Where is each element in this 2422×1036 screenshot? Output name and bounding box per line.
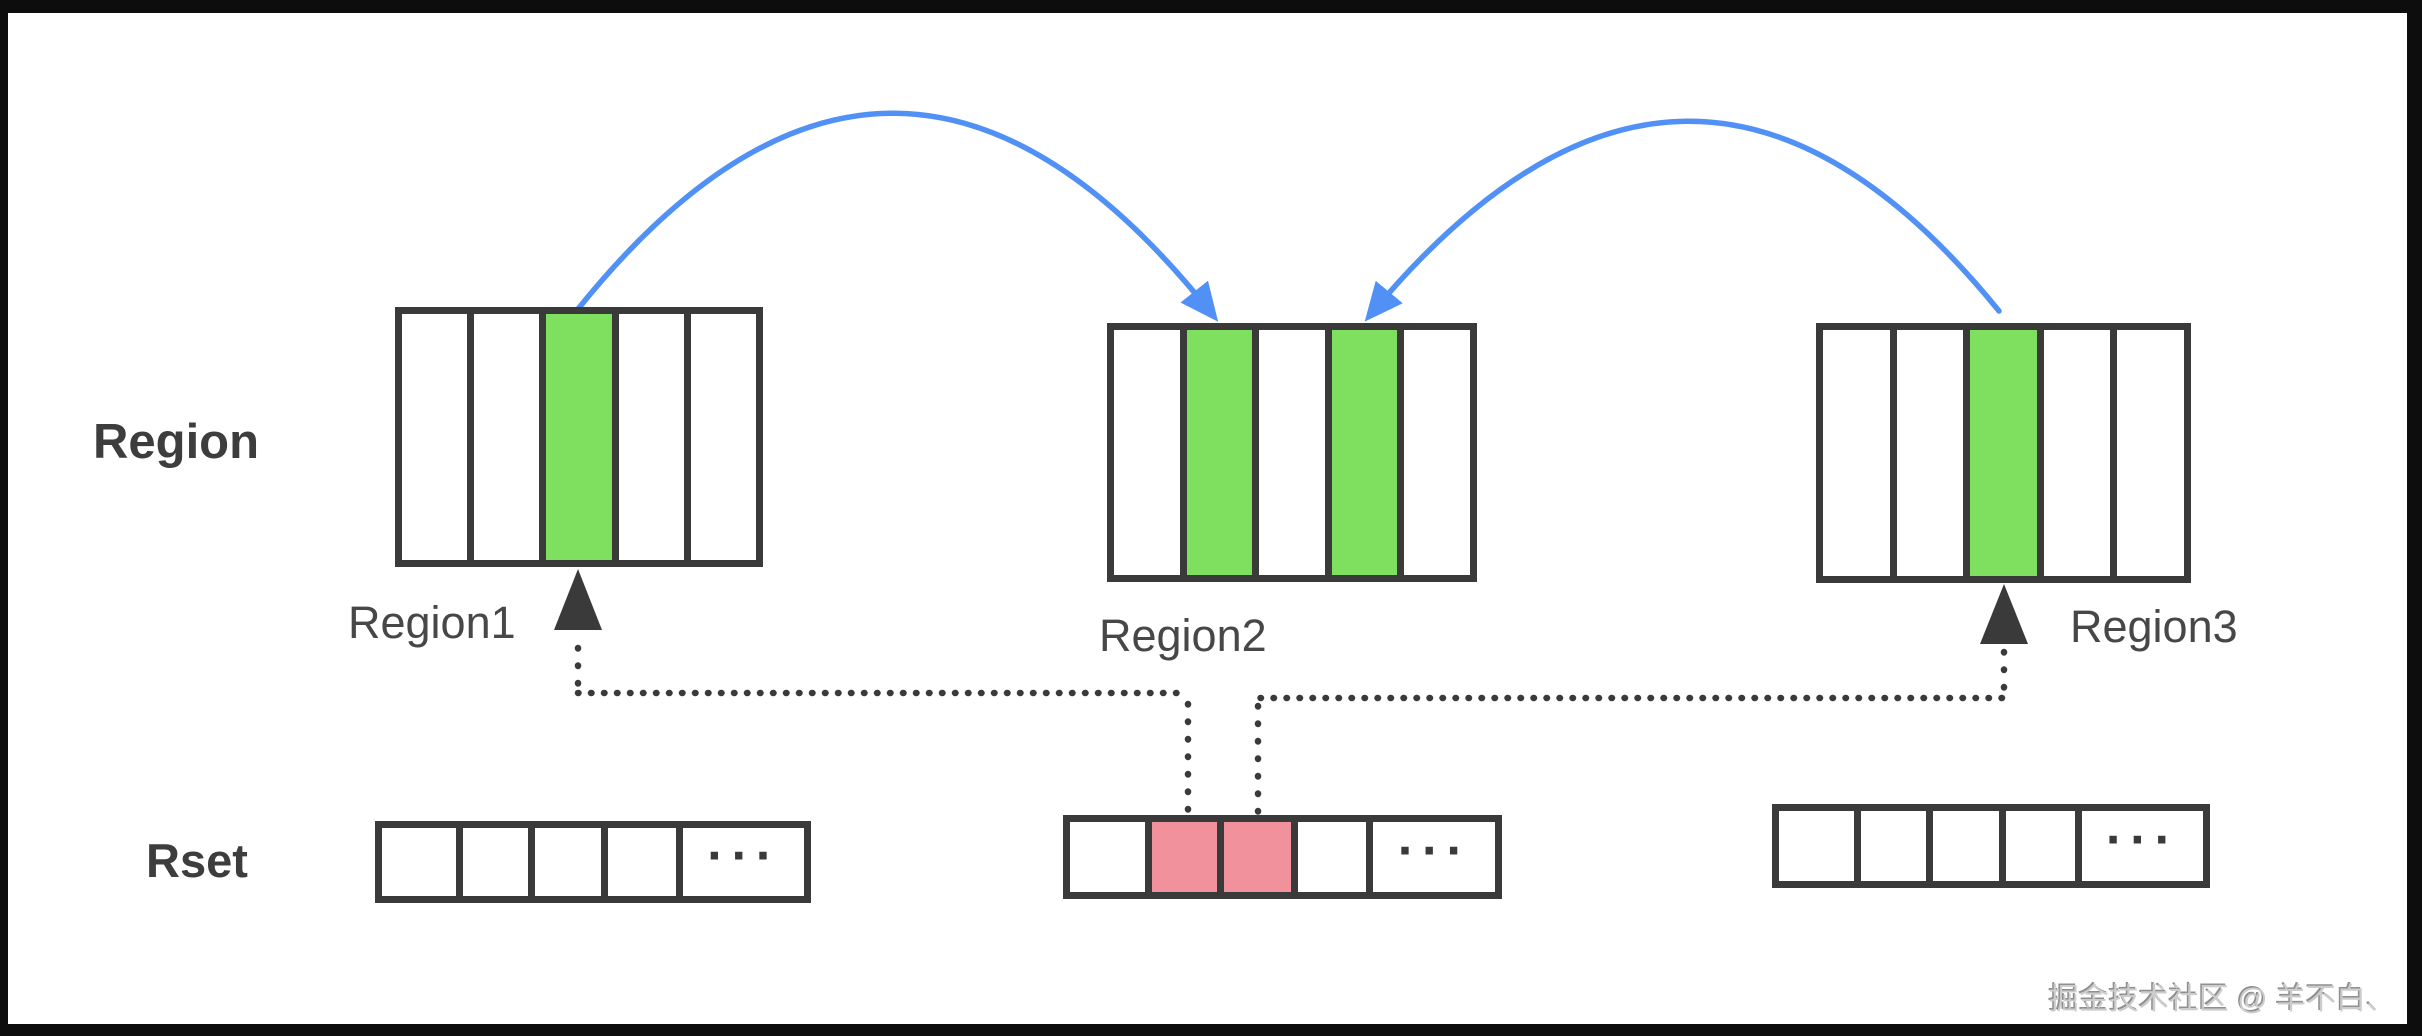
rset3-cell-4: [1999, 804, 2082, 888]
region3-label: Region3: [2070, 601, 2238, 652]
rset1-cell-2: [456, 821, 536, 903]
rset2-cell-1: [1063, 815, 1153, 899]
rset2-cell-2-pink: [1145, 815, 1225, 899]
ellipsis-icon: ···: [1397, 822, 1471, 880]
region1-cell-2: [467, 307, 547, 567]
region3-cell-2: [1889, 323, 1971, 583]
ellipsis-icon: ···: [707, 827, 781, 885]
watermark-text: 掘金技术社区 @ 羊不白、: [2048, 983, 2396, 1016]
region2-cell-3: [1252, 323, 1332, 582]
ellipsis-icon: ···: [2105, 811, 2179, 869]
rset1-box: ···: [375, 821, 811, 903]
region2-cell-5: [1397, 323, 1477, 582]
region2-cell-1: [1107, 323, 1187, 582]
rset2-box: ···: [1063, 815, 1503, 899]
region3-cell-3-green: [1963, 323, 2044, 583]
rset3-cell-2: [1853, 804, 1933, 888]
region2-cell-4-green: [1324, 323, 1405, 582]
region2-cell-2-green: [1179, 323, 1260, 582]
rset2-cell-4: [1291, 815, 1374, 899]
rset3-cell-more: ···: [2074, 804, 2210, 888]
region1-cell-5: [683, 307, 764, 567]
region1-cell-4: [611, 307, 691, 567]
rset3-box: ···: [1772, 804, 2210, 888]
rset2-cell-3-pink: [1217, 815, 1298, 899]
rset1-cell-1: [375, 821, 464, 903]
region3-box: [1816, 323, 2191, 583]
rset3-cell-1: [1772, 804, 1861, 888]
rset1-cell-more: ···: [676, 821, 811, 903]
rset3-cell-3: [1925, 804, 2007, 888]
row-label-rset: Rset: [146, 834, 248, 887]
row-label-region: Region: [93, 415, 260, 469]
rset2-cell-more: ···: [1366, 815, 1503, 899]
region3-cell-5: [2110, 323, 2191, 583]
rset1-cell-4: [601, 821, 684, 903]
region1-label: Region1: [348, 597, 516, 648]
region3-cell-4: [2036, 323, 2118, 583]
region1-cell-3-green: [539, 307, 619, 567]
region1-box: [395, 307, 764, 567]
region1-cell-1: [395, 307, 475, 567]
region2-box: [1107, 323, 1477, 582]
rset1-cell-3: [528, 821, 609, 903]
region3-cell-1: [1816, 323, 1897, 583]
region2-label: Region2: [1099, 610, 1267, 661]
